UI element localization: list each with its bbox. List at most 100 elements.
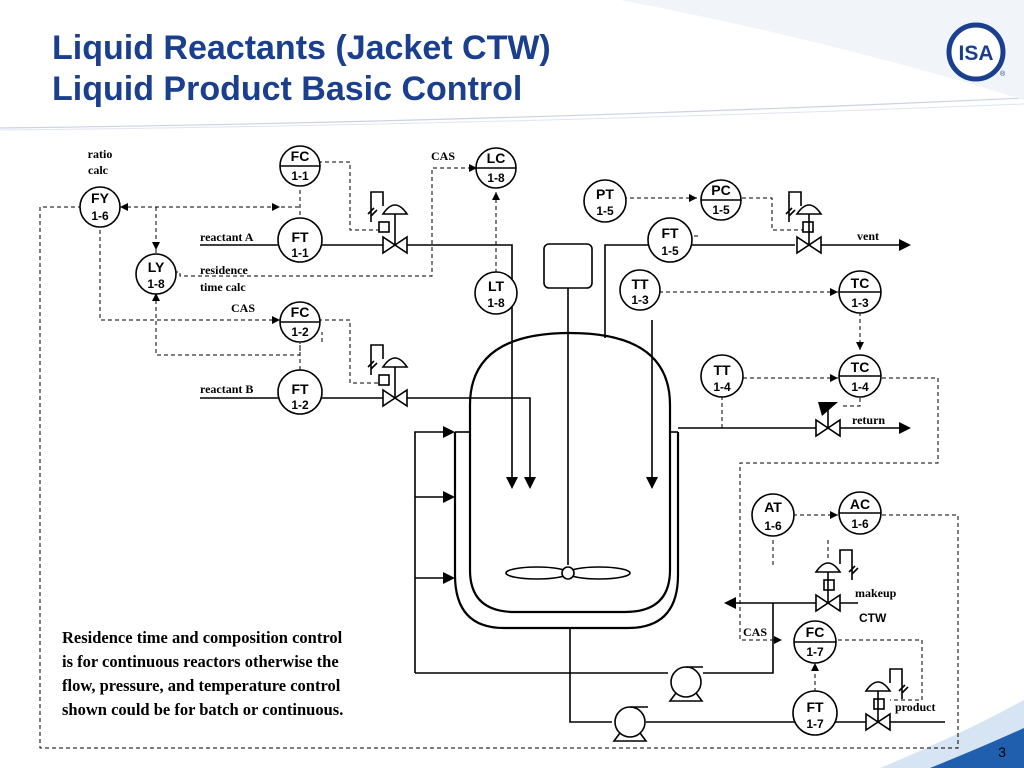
note-line-4: shown could be for batch or continuous. bbox=[62, 700, 344, 719]
reactant-b-label: reactant B bbox=[200, 382, 253, 396]
agitator bbox=[505, 243, 631, 580]
isa-logo-mark: ® bbox=[1000, 70, 1006, 78]
note-line-3: flow, pressure, and temperature control bbox=[62, 676, 341, 695]
ly-1-8-num: 1-8 bbox=[147, 277, 165, 291]
lt-1-8-tag: LT bbox=[488, 278, 505, 294]
instrument-lc-1-8[interactable]: LC 1-8 bbox=[475, 147, 517, 189]
isa-logo: ISA ® bbox=[946, 22, 1006, 82]
control-valve-makeup[interactable] bbox=[814, 549, 859, 613]
control-valve-return[interactable] bbox=[815, 402, 841, 438]
instrument-ft-1-1[interactable]: FT 1-1 bbox=[277, 217, 323, 263]
ac-1-6-num: 1-6 bbox=[851, 517, 869, 531]
fc-1-2-tag: FC bbox=[291, 304, 310, 320]
slide-title: Liquid Reactants (Jacket CTW) Liquid Pro… bbox=[52, 28, 551, 110]
note-text: Residence time and composition control i… bbox=[62, 626, 407, 722]
instrument-pc-1-5[interactable]: PC 1-5 bbox=[700, 179, 742, 221]
instrument-tc-1-4[interactable]: TC 1-4 bbox=[838, 354, 882, 398]
pt-1-5-tag: PT bbox=[596, 186, 614, 202]
product-pump bbox=[612, 706, 648, 742]
product-label: product bbox=[895, 700, 935, 714]
at-1-6-tag: AT bbox=[764, 499, 782, 515]
tc-1-3-num: 1-3 bbox=[851, 296, 869, 310]
instrument-tt-1-4[interactable]: TT 1-4 bbox=[700, 354, 744, 398]
ctw-label: CTW bbox=[859, 611, 887, 625]
control-valve-reactant-b[interactable] bbox=[367, 344, 409, 408]
lc-1-8-num: 1-8 bbox=[487, 171, 505, 185]
cas-lc18-label: CAS bbox=[431, 149, 455, 163]
instrument-at-1-6[interactable]: AT 1-6 bbox=[751, 493, 795, 537]
ratio-calc-label-2: calc bbox=[88, 163, 109, 177]
lc-1-8-tag: LC bbox=[487, 150, 506, 166]
vent-label: vent bbox=[857, 229, 879, 243]
instrument-fc-1-1[interactable]: FC 1-1 bbox=[279, 145, 321, 187]
tt-1-4-tag: TT bbox=[713, 362, 731, 378]
instrument-ft-1-2[interactable]: FT 1-2 bbox=[277, 369, 323, 415]
pc-1-5-num: 1-5 bbox=[712, 203, 730, 217]
control-valve-reactant-a[interactable] bbox=[367, 191, 409, 255]
fy-1-6-tag: FY bbox=[91, 190, 110, 206]
instrument-ft-1-5[interactable]: FT 1-5 bbox=[647, 217, 693, 263]
ratio-calc-label-1: ratio bbox=[88, 147, 113, 161]
fc-1-2-num: 1-2 bbox=[291, 325, 309, 339]
pc-1-5-tag: PC bbox=[711, 182, 730, 198]
diagram-labels: ratio calc reactant A residence time cal… bbox=[88, 147, 936, 714]
control-valve-vent[interactable] bbox=[785, 191, 823, 255]
ly-1-8-tag: LY bbox=[148, 259, 165, 275]
signal-arrows bbox=[120, 164, 864, 671]
return-label: return bbox=[852, 413, 885, 427]
instrument-pt-1-5[interactable]: PT 1-5 bbox=[583, 179, 627, 223]
ft-1-1-num: 1-1 bbox=[291, 246, 309, 260]
instrument-fy-1-6[interactable]: FY 1-6 bbox=[79, 186, 121, 228]
process-piping bbox=[200, 239, 945, 723]
instrument-ly-1-8[interactable]: LY 1-8 bbox=[135, 253, 177, 295]
tc-1-4-num: 1-4 bbox=[851, 380, 869, 394]
instrument-lt-1-8[interactable]: LT 1-8 bbox=[474, 271, 518, 315]
instrument-ft-1-7[interactable]: FT 1-7 bbox=[792, 690, 838, 736]
reactor-vessel bbox=[453, 331, 680, 630]
ft-1-5-num: 1-5 bbox=[661, 244, 679, 258]
fc-1-7-tag: FC bbox=[806, 624, 825, 640]
fc-1-1-num: 1-1 bbox=[291, 169, 309, 183]
makeup-label: makeup bbox=[855, 586, 897, 600]
footer-decoration bbox=[880, 700, 1024, 768]
instrument-tc-1-3[interactable]: TC 1-3 bbox=[838, 270, 882, 314]
title-line-2: Liquid Product Basic Control bbox=[52, 70, 523, 108]
instrument-tt-1-3[interactable]: TT 1-3 bbox=[619, 269, 661, 311]
fc-1-7-num: 1-7 bbox=[806, 645, 824, 659]
at-1-6-num: 1-6 bbox=[764, 519, 782, 533]
residence-label-1: residence bbox=[200, 263, 248, 277]
tc-1-4-tag: TC bbox=[851, 359, 870, 375]
ft-1-1-tag: FT bbox=[291, 229, 309, 245]
residence-label-2: time calc bbox=[200, 280, 246, 294]
title-line-1: Liquid Reactants (Jacket CTW) bbox=[52, 29, 551, 67]
ft-1-2-num: 1-2 bbox=[291, 398, 309, 412]
instrument-fc-1-7[interactable]: FC 1-7 bbox=[793, 620, 837, 664]
note-line-1: Residence time and composition control bbox=[62, 628, 343, 647]
tc-1-3-tag: TC bbox=[851, 275, 870, 291]
isa-logo-text: ISA bbox=[958, 42, 993, 65]
lt-1-8-num: 1-8 bbox=[487, 296, 505, 310]
reactant-a-label: reactant A bbox=[200, 230, 254, 244]
tt-1-3-num: 1-3 bbox=[631, 293, 649, 307]
cas-fc17-label: CAS bbox=[743, 625, 767, 639]
page-number: 3 bbox=[998, 744, 1006, 760]
instrument-ac-1-6[interactable]: AC 1-6 bbox=[838, 491, 882, 535]
tt-1-4-num: 1-4 bbox=[713, 380, 731, 394]
fy-1-6-num: 1-6 bbox=[91, 209, 109, 223]
control-valve-product[interactable] bbox=[864, 668, 909, 732]
ac-1-6-tag: AC bbox=[850, 496, 870, 512]
ft-1-7-tag: FT bbox=[806, 699, 824, 715]
header-decoration bbox=[0, 0, 1024, 131]
cas-fc12-label: CAS bbox=[231, 301, 255, 315]
ft-1-7-num: 1-7 bbox=[806, 717, 824, 731]
fc-1-1-tag: FC bbox=[291, 148, 310, 164]
pt-1-5-num: 1-5 bbox=[596, 204, 614, 218]
note-line-2: is for continuous reactors otherwise the bbox=[62, 652, 339, 671]
ft-1-2-tag: FT bbox=[291, 381, 309, 397]
jacket-pump bbox=[668, 666, 704, 702]
ft-1-5-tag: FT bbox=[661, 225, 679, 241]
instrument-fc-1-2[interactable]: FC 1-2 bbox=[279, 301, 321, 343]
tt-1-3-tag: TT bbox=[631, 276, 649, 292]
